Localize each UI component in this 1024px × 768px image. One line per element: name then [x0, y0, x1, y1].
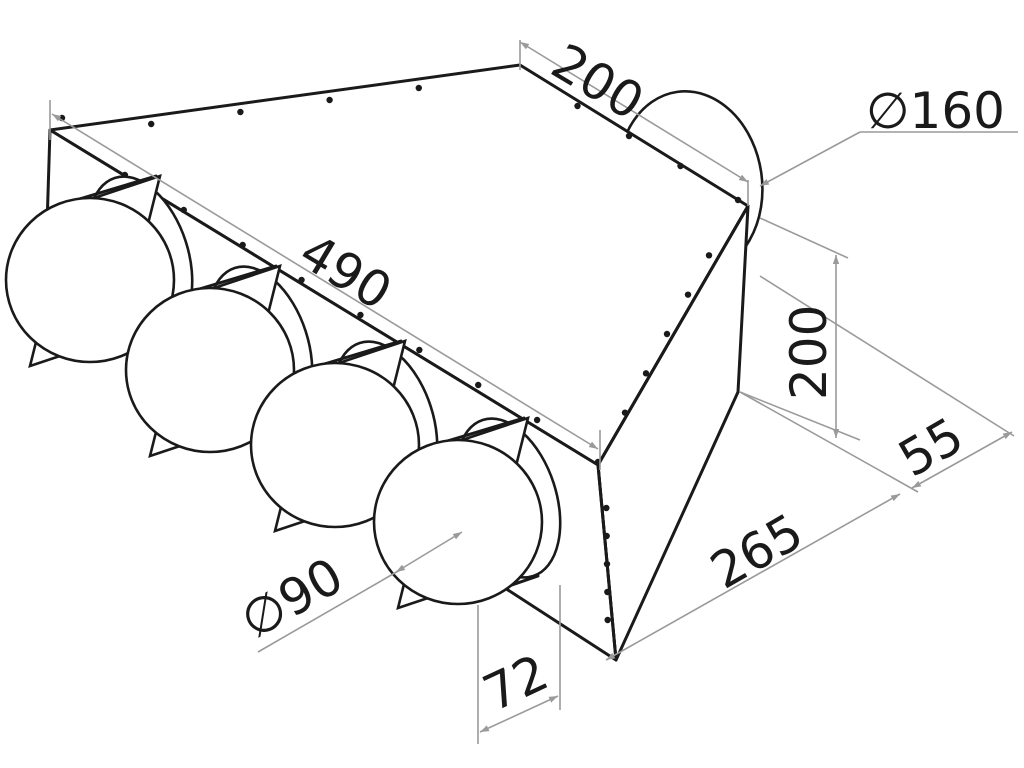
- dim-label-spigot-length: 72: [475, 643, 557, 722]
- rivet: [533, 416, 541, 424]
- rivet: [604, 616, 611, 624]
- dimension-lines: [49, 40, 1018, 744]
- rivet: [642, 370, 650, 377]
- rivet: [705, 252, 713, 259]
- dim-label-side-offset: 55: [889, 406, 973, 488]
- rivet: [603, 560, 611, 568]
- rivet: [621, 409, 629, 416]
- rivet: [475, 381, 482, 389]
- dim-label-height: 200: [780, 305, 838, 400]
- rivet: [416, 346, 423, 354]
- dim-label-inlet-diameter: ∅90: [231, 547, 353, 651]
- rivet: [237, 108, 244, 116]
- rivet: [415, 84, 422, 92]
- rivet: [625, 132, 633, 140]
- rivet: [148, 120, 155, 128]
- rivet: [603, 532, 610, 540]
- rivet: [663, 330, 671, 338]
- dim-label-depth: 265: [701, 502, 813, 600]
- rivet: [180, 206, 187, 214]
- rivet: [734, 196, 742, 204]
- dim-label-outlet-diameter: ∅160: [866, 82, 1005, 140]
- rivet: [684, 291, 692, 298]
- rivet: [326, 96, 333, 104]
- rivet: [239, 241, 246, 249]
- rivet: [677, 162, 684, 170]
- rivet: [604, 588, 611, 596]
- rivet: [603, 504, 610, 512]
